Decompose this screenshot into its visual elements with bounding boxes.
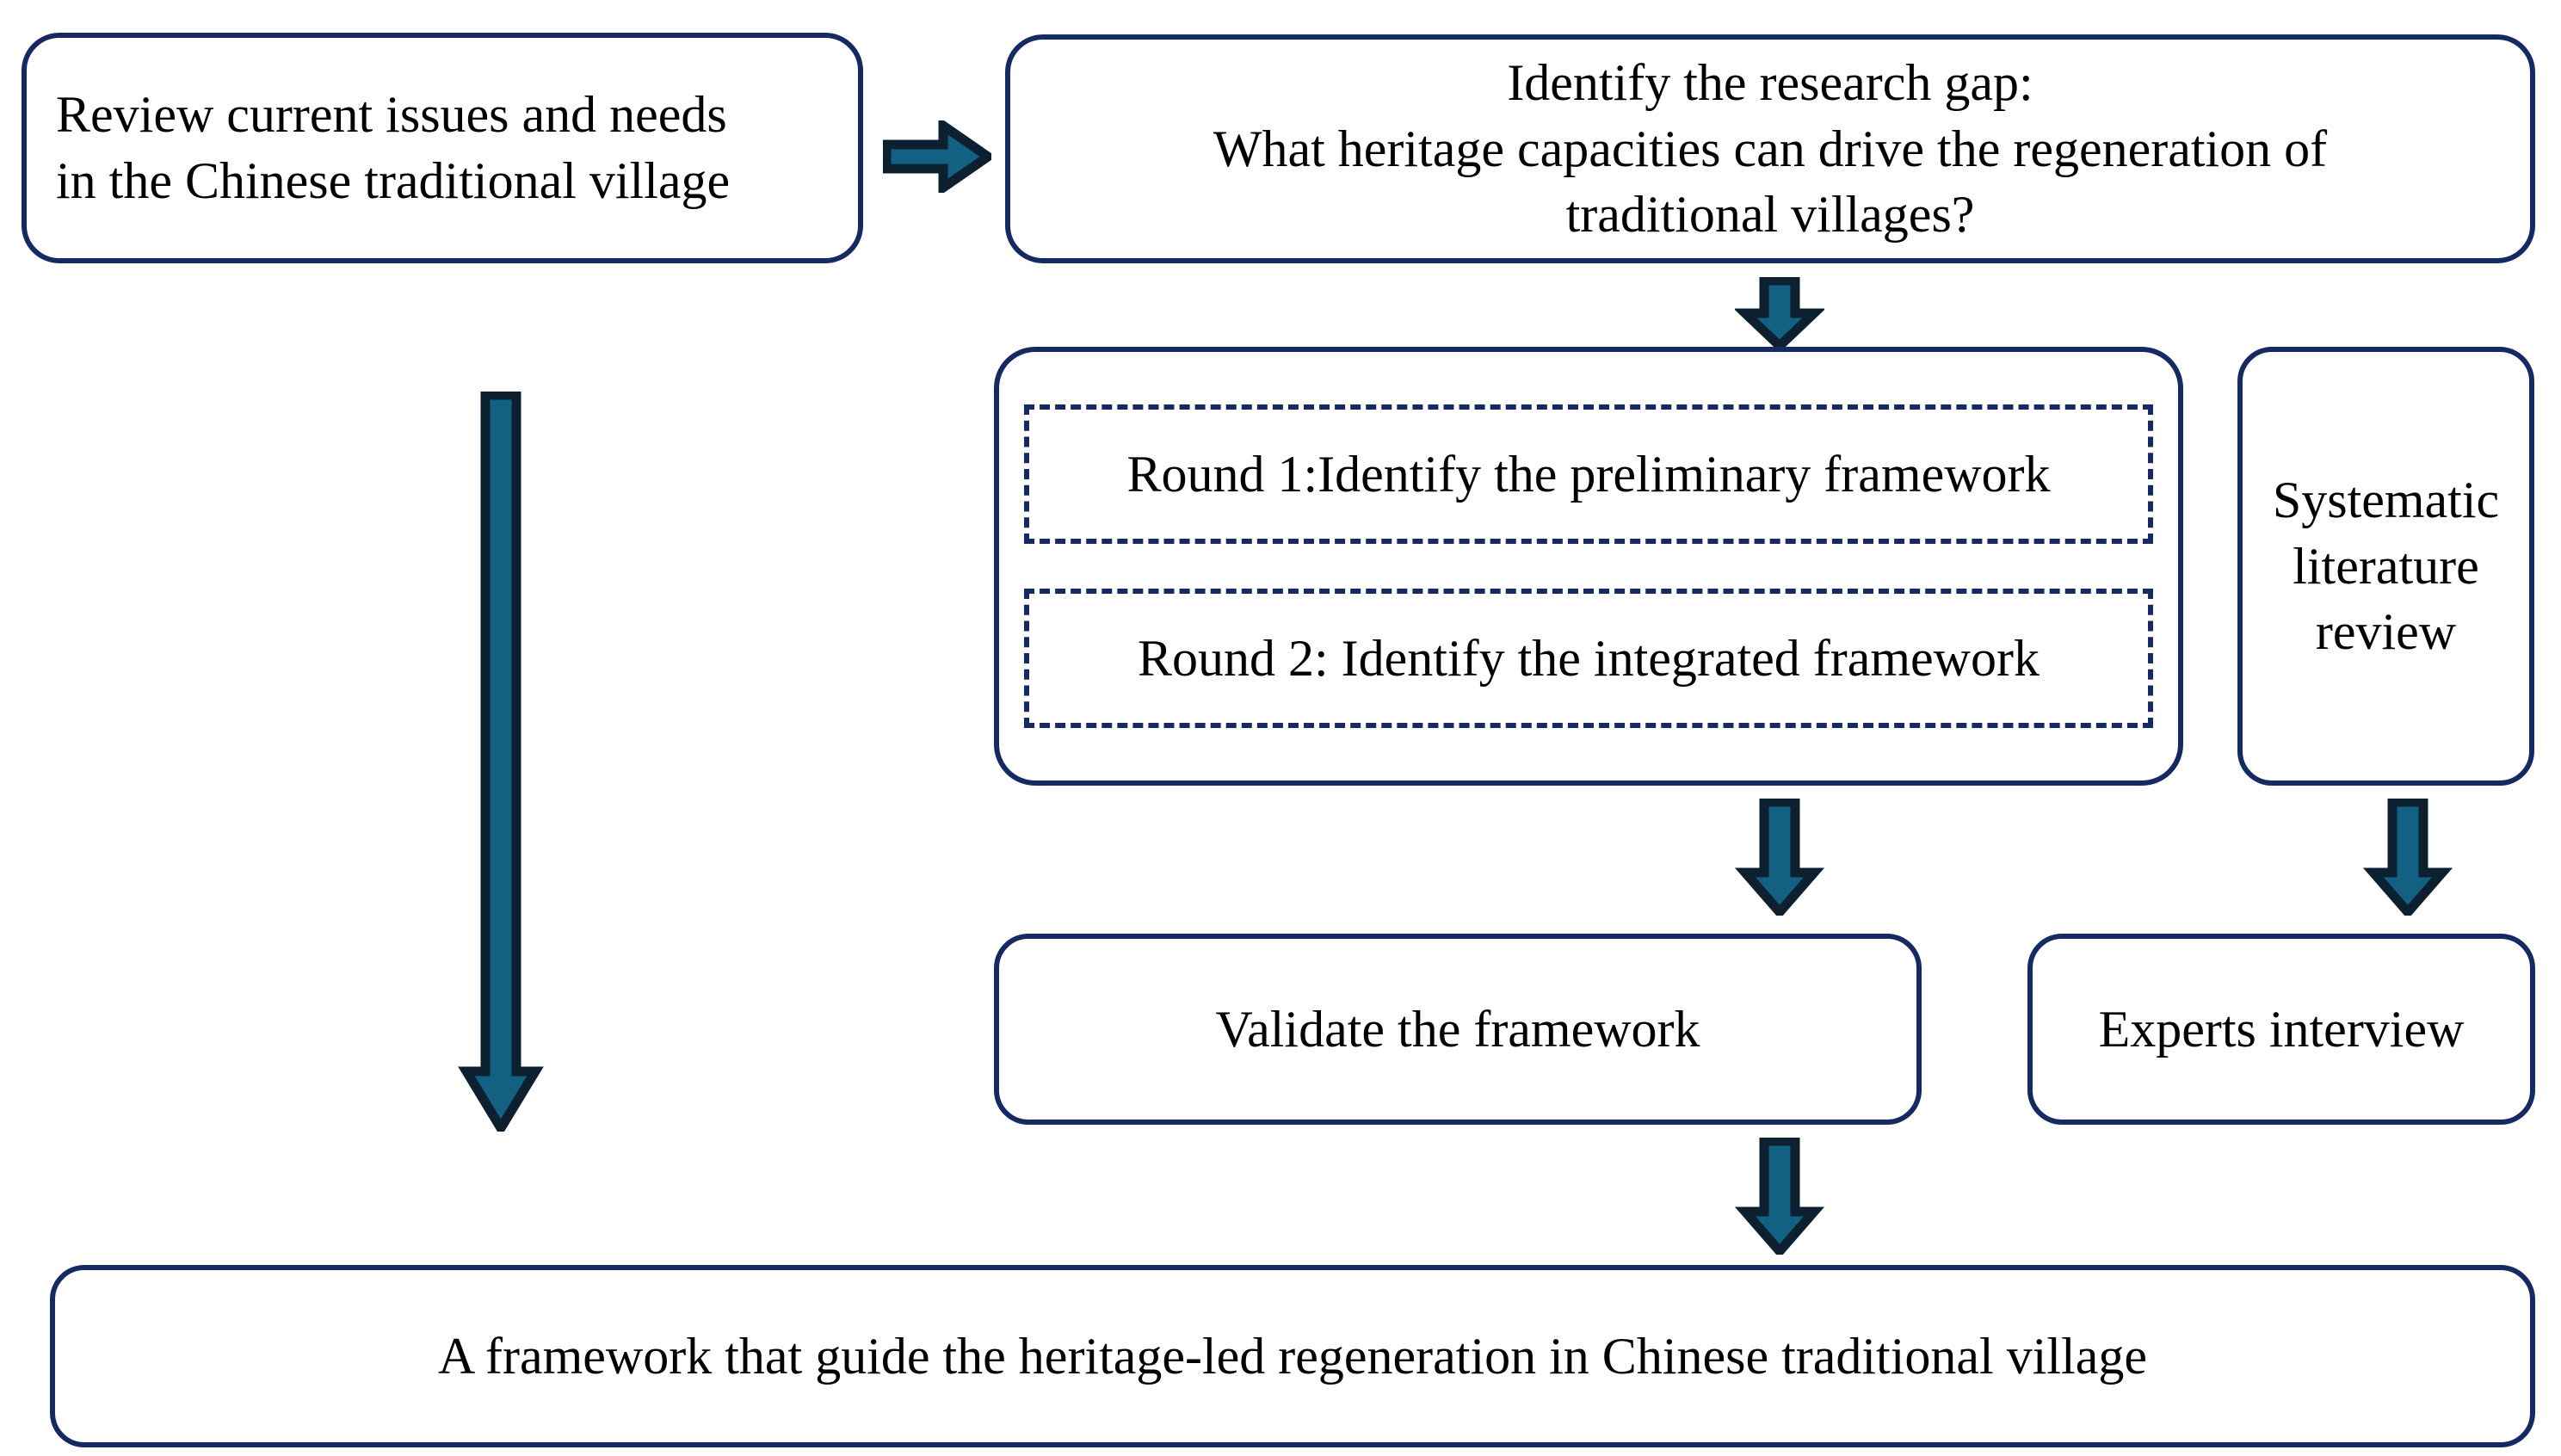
node-identify-research-gap: Identify the research gap: What heritage …	[1005, 34, 2535, 263]
node-slr-line-3: review	[2315, 603, 2457, 661]
node-delphi-round-1: Round 1:Identify the preliminary framewo…	[1024, 404, 2153, 544]
arrow-research-gap-to-delphi-icon	[1735, 277, 1824, 349]
arrow-systematic-literature-review-to-experts-interview-icon	[2363, 799, 2453, 916]
node-review-line-2: in the Chinese traditional village	[56, 152, 731, 209]
node-delphi-round-2: Round 2: Identify the integrated framewo…	[1024, 589, 2153, 728]
node-experts-label: Experts interview	[2098, 1000, 2465, 1058]
node-systematic-literature-review: Systematic literature review	[2237, 347, 2534, 786]
node-outcome-framework: A framework that guide the heritage-led …	[50, 1265, 2535, 1447]
node-research-gap-line-1: Identify the research gap:	[1507, 53, 2033, 111]
node-review-line-1: Review current issues and needs	[56, 86, 727, 144]
node-experts-interview: Experts interview	[2027, 934, 2535, 1125]
node-review-text: Review current issues and needs in the Ch…	[27, 82, 858, 214]
node-outcome-label: A framework that guide the heritage-led …	[438, 1327, 2147, 1385]
node-delphi-rounds-container: Round 1:Identify the preliminary framewo…	[994, 347, 2183, 786]
node-research-gap-line-2: What heritage capacities can drive the r…	[1213, 120, 2328, 177]
node-research-gap-line-3: traditional villages?	[1565, 186, 1975, 244]
arrow-review-to-research-gap-icon	[883, 120, 991, 193]
node-research-gap-text: Identify the research gap: What heritage …	[1010, 50, 2530, 248]
node-delphi-round-2-label: Round 2: Identify the integrated framewo…	[1137, 629, 2040, 687]
node-slr-line-1: Systematic	[2272, 471, 2500, 528]
arrow-delphi-to-validate-icon	[1735, 799, 1824, 916]
arrow-review-to-outcome-icon	[456, 392, 546, 1132]
node-slr-text: Systematic literature review	[2243, 467, 2529, 665]
node-delphi-round-1-label: Round 1:Identify the preliminary framewo…	[1126, 445, 2051, 503]
node-validate-label: Validate the framework	[1215, 1000, 1700, 1058]
node-review-current-issues: Review current issues and needs in the Ch…	[22, 33, 863, 263]
node-slr-line-2: literature	[2293, 537, 2479, 595]
node-validate-the-framework: Validate the framework	[994, 934, 1922, 1125]
arrow-validate-to-outcome-icon	[1735, 1138, 1824, 1255]
